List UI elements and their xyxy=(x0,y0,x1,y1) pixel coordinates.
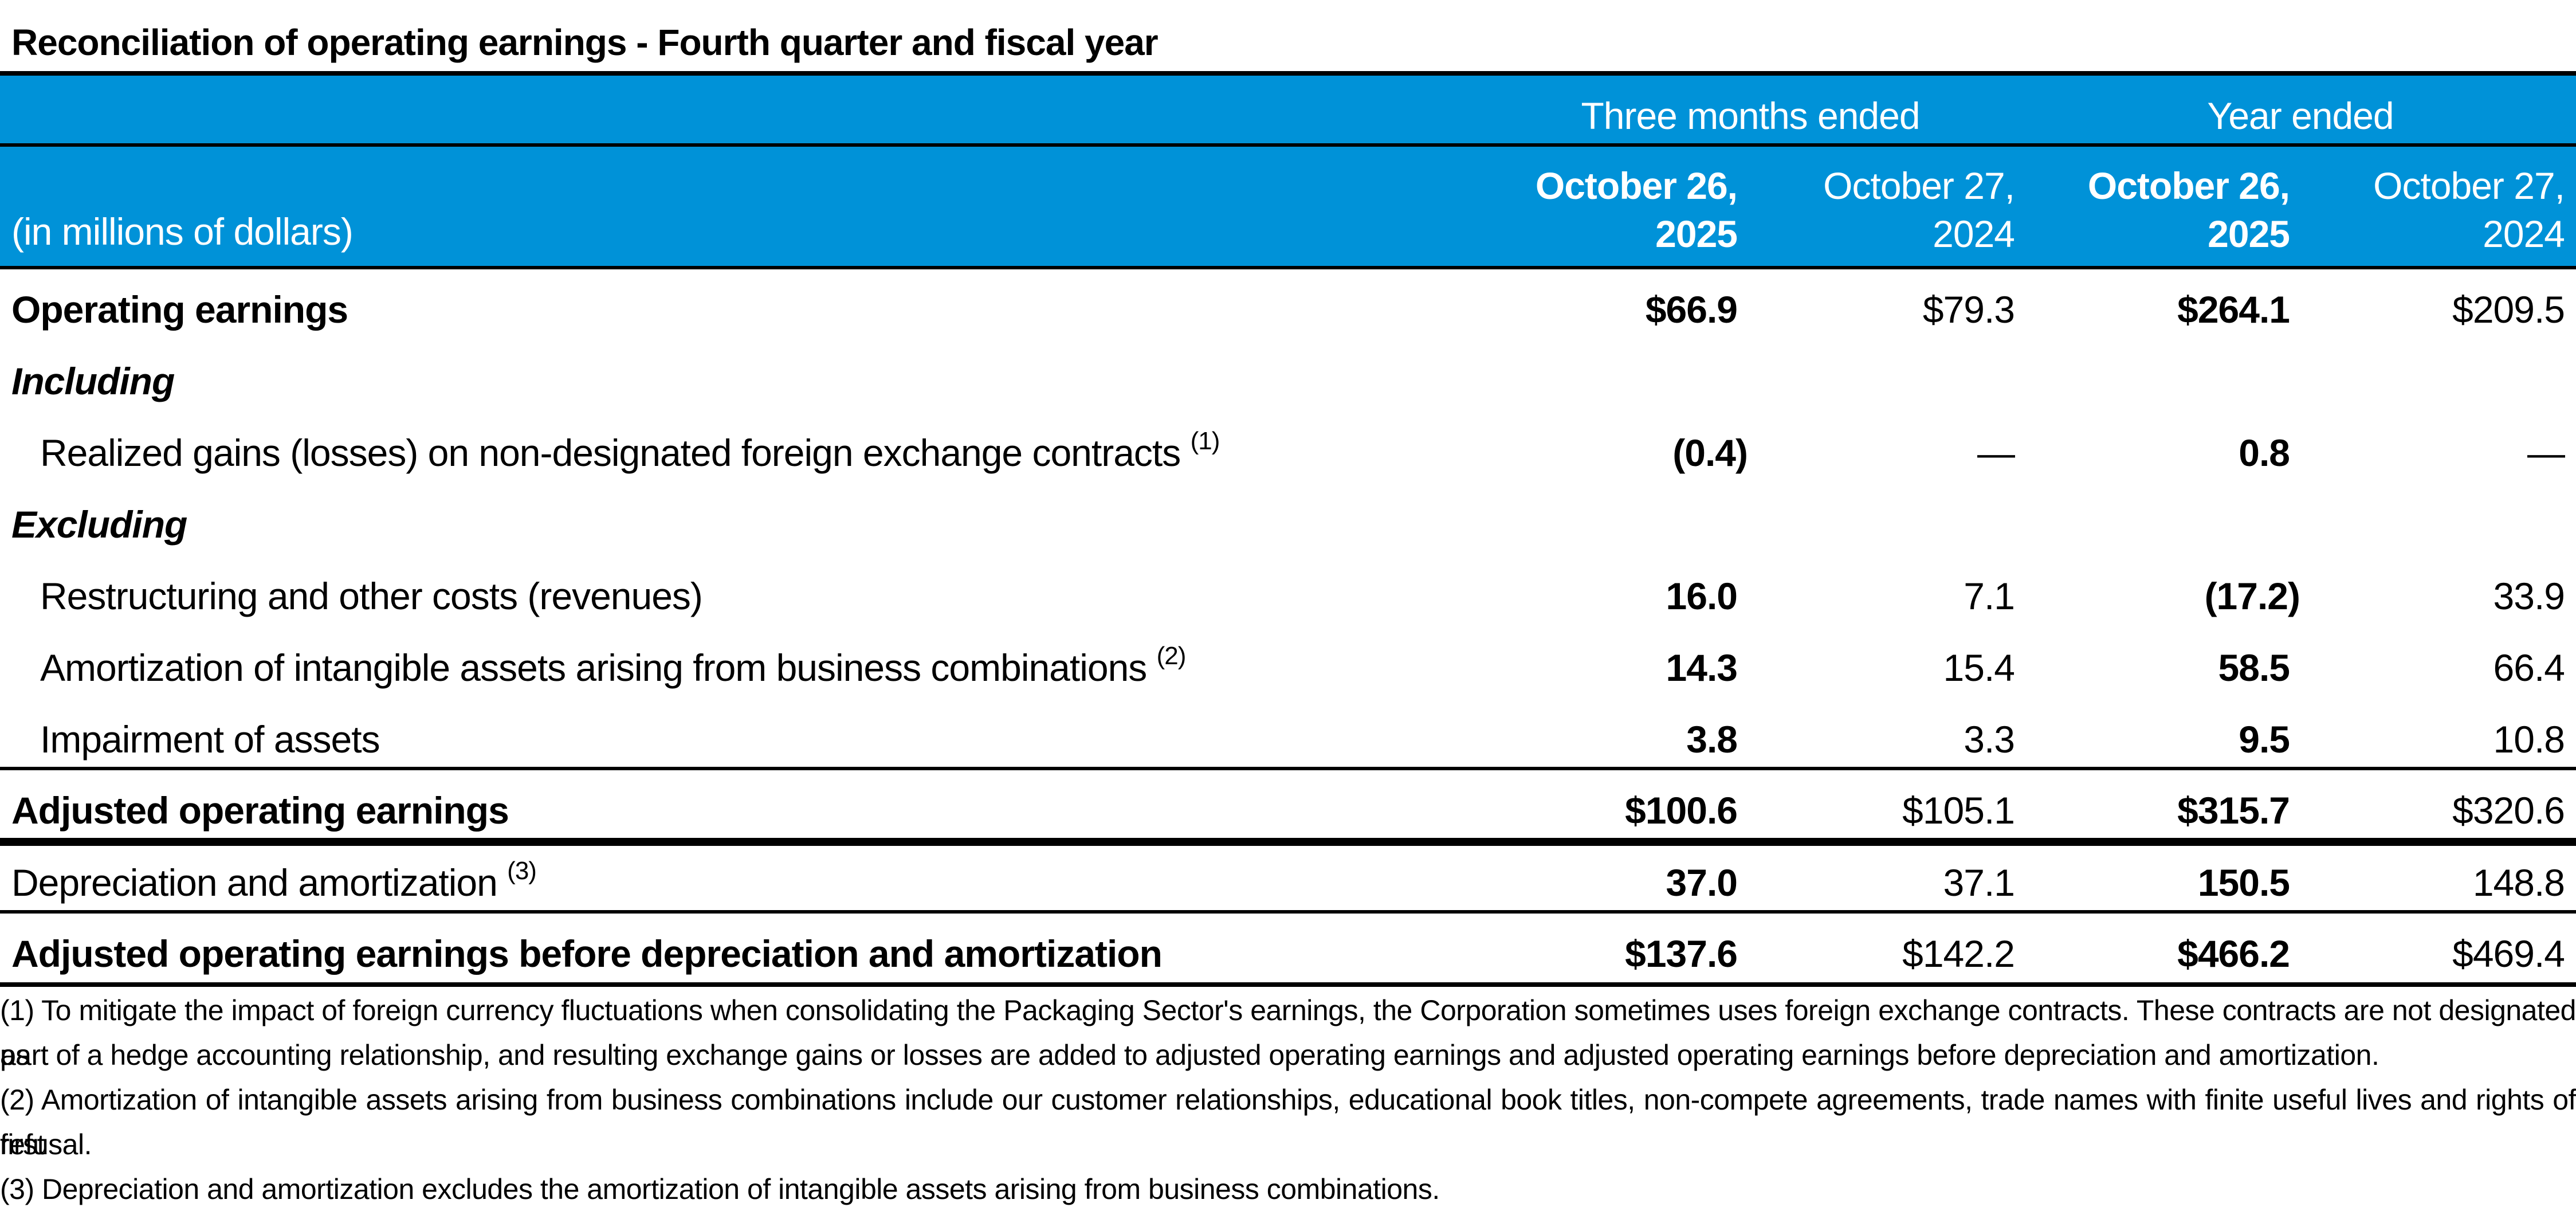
footnote-3: (3) Depreciation and amortization exclud… xyxy=(0,1167,2576,1212)
footnote-ref-2: (2) xyxy=(1156,642,1187,670)
value-q-2025: 37.0 xyxy=(1666,861,1738,904)
rule-before-adjusted xyxy=(0,767,2576,770)
units-label: (in millions of dollars) xyxy=(11,210,354,253)
header-columns-band: (in millions of dollars) October 26, 202… xyxy=(0,147,2576,266)
table-row-excluding: Excluding xyxy=(0,489,2576,560)
value-q-2025: $137.6 xyxy=(1625,932,1738,975)
footnote-2: (2) Amortization of intangible assets ar… xyxy=(0,1077,2576,1167)
row-label: Operating earnings xyxy=(11,288,348,331)
value-q-2025: 14.3 xyxy=(1666,646,1738,689)
footnote-2-line2: refusal. xyxy=(0,1128,92,1161)
header-separator xyxy=(0,143,2576,147)
row-label: Restructuring and other costs (revenues) xyxy=(40,575,703,617)
value-y-2024: 148.8 xyxy=(2472,861,2565,904)
table-row-amortization-intangibles: Amortization of intangible assets arisin… xyxy=(0,632,2576,703)
row-label: Amortization of intangible assets arisin… xyxy=(40,642,1187,691)
table-row-adjusted-operating-earnings: Adjusted operating earnings $100.6 $105.… xyxy=(0,775,2576,846)
top-rule xyxy=(0,71,2576,76)
value-y-2024: 66.4 xyxy=(2493,646,2565,689)
value-y-2025: $466.2 xyxy=(2177,932,2290,975)
row-label: Realized gains (losses) on non-designate… xyxy=(40,427,1220,476)
table-row-depreciation: Depreciation and amortization (3) 37.0 3… xyxy=(0,847,2576,918)
value-y-2024: 10.8 xyxy=(2493,718,2565,761)
value-y-2024: $469.4 xyxy=(2452,932,2565,975)
footnote-1-line1: (1) To mitigate the impact of foreign cu… xyxy=(0,994,2576,1071)
column-header-line1: October 27, xyxy=(1823,164,2015,207)
column-header-line1: October 26, xyxy=(2087,164,2290,207)
table-row-including: Including xyxy=(0,346,2576,417)
row-label: Depreciation and amortization (3) xyxy=(11,857,537,906)
value-q-2024: 37.1 xyxy=(1943,861,2015,904)
footnote-2-cont: refusal. xyxy=(0,1122,2576,1167)
column-header-q-2025: October 26, 2025 xyxy=(1508,162,1738,258)
column-header-line2: 2024 xyxy=(2483,213,2565,255)
value-q-2025: 16.0 xyxy=(1666,575,1738,617)
row-label-text: Depreciation and amortization xyxy=(11,861,498,904)
column-header-y-2025: October 26, 2025 xyxy=(2060,162,2290,258)
header-bottom-rule xyxy=(0,266,2576,269)
row-label: Impairment of assets xyxy=(40,718,380,761)
value-q-2024: 7.1 xyxy=(1964,575,2015,617)
value-y-2024: $209.5 xyxy=(2452,288,2565,331)
table-row-realized-gains: Realized gains (losses) on non-designate… xyxy=(0,417,2576,488)
value-y-2025: (17.2) xyxy=(2204,575,2300,617)
footnote-ref-1: (1) xyxy=(1190,427,1220,455)
column-header-y-2024: October 27, 2024 xyxy=(2335,162,2565,258)
table-row-restructuring: Restructuring and other costs (revenues)… xyxy=(0,560,2576,632)
value-y-2025: $264.1 xyxy=(2177,288,2290,331)
value-q-2025: $100.6 xyxy=(1625,789,1738,832)
section-label-excluding: Excluding xyxy=(11,503,187,546)
value-q-2024: $105.1 xyxy=(1902,789,2015,832)
footnote-2-line1: (2) Amortization of intangible assets ar… xyxy=(0,1084,2576,1161)
value-q-2025: $66.9 xyxy=(1645,288,1738,331)
double-rule-after-adjusted xyxy=(0,838,2576,846)
value-y-2025: 150.5 xyxy=(2197,861,2290,904)
column-header-q-2024: October 27, 2024 xyxy=(1785,162,2015,258)
value-y-2025: $315.7 xyxy=(2177,789,2290,832)
column-header-line2: 2025 xyxy=(2208,213,2290,255)
row-label: Adjusted operating earnings before depre… xyxy=(11,932,1163,975)
footnote-1-line2: part of a hedge accounting relationship,… xyxy=(0,1039,2379,1071)
footnote-3-text: (3) Depreciation and amortization exclud… xyxy=(0,1173,1440,1205)
value-y-2025: 0.8 xyxy=(2239,432,2290,474)
row-label-text: Amortization of intangible assets arisin… xyxy=(40,646,1147,689)
header-group-band: Three months ended Year ended xyxy=(0,76,2576,143)
value-q-2024: 3.3 xyxy=(1964,718,2015,761)
value-y-2024: $320.6 xyxy=(2452,789,2565,832)
section-label-including: Including xyxy=(11,360,175,402)
footnote-1: (1) To mitigate the impact of foreign cu… xyxy=(0,988,2576,1077)
value-q-2025: 3.8 xyxy=(1686,718,1738,761)
value-q-2025: (0.4) xyxy=(1672,432,1748,474)
group-label-three-months: Three months ended xyxy=(1581,95,1920,137)
value-q-2024: $142.2 xyxy=(1902,932,2015,975)
group-label-year: Year ended xyxy=(2207,95,2394,137)
table-row-adjusted-before-da: Adjusted operating earnings before depre… xyxy=(0,918,2576,989)
value-q-2024: 15.4 xyxy=(1943,646,2015,689)
table-bottom-rule xyxy=(0,982,2576,987)
row-label: Adjusted operating earnings xyxy=(11,789,509,832)
column-header-line2: 2025 xyxy=(1655,213,1738,255)
column-header-line1: October 26, xyxy=(1535,164,1738,207)
value-y-2024: — xyxy=(2527,432,2565,474)
value-y-2024: 33.9 xyxy=(2493,575,2565,617)
value-q-2024: — xyxy=(1977,432,2015,474)
table-title: Reconciliation of operating earnings - F… xyxy=(11,22,1159,63)
table-row-operating-earnings: Operating earnings $66.9 $79.3 $264.1 $2… xyxy=(0,274,2576,345)
value-q-2024: $79.3 xyxy=(1922,288,2015,331)
value-y-2025: 9.5 xyxy=(2239,718,2290,761)
footnote-1-cont: part of a hedge accounting relationship,… xyxy=(0,1033,2576,1077)
row-label-text: Realized gains (losses) on non-designate… xyxy=(40,432,1181,474)
column-header-line2: 2024 xyxy=(1933,213,2015,255)
rule-before-adjusted-ebitda xyxy=(0,910,2576,914)
table-row-impairment: Impairment of assets 3.8 3.3 9.5 10.8 xyxy=(0,704,2576,775)
footnote-ref-3: (3) xyxy=(507,857,537,885)
value-y-2025: 58.5 xyxy=(2218,646,2290,689)
column-header-line1: October 27, xyxy=(2373,164,2565,207)
